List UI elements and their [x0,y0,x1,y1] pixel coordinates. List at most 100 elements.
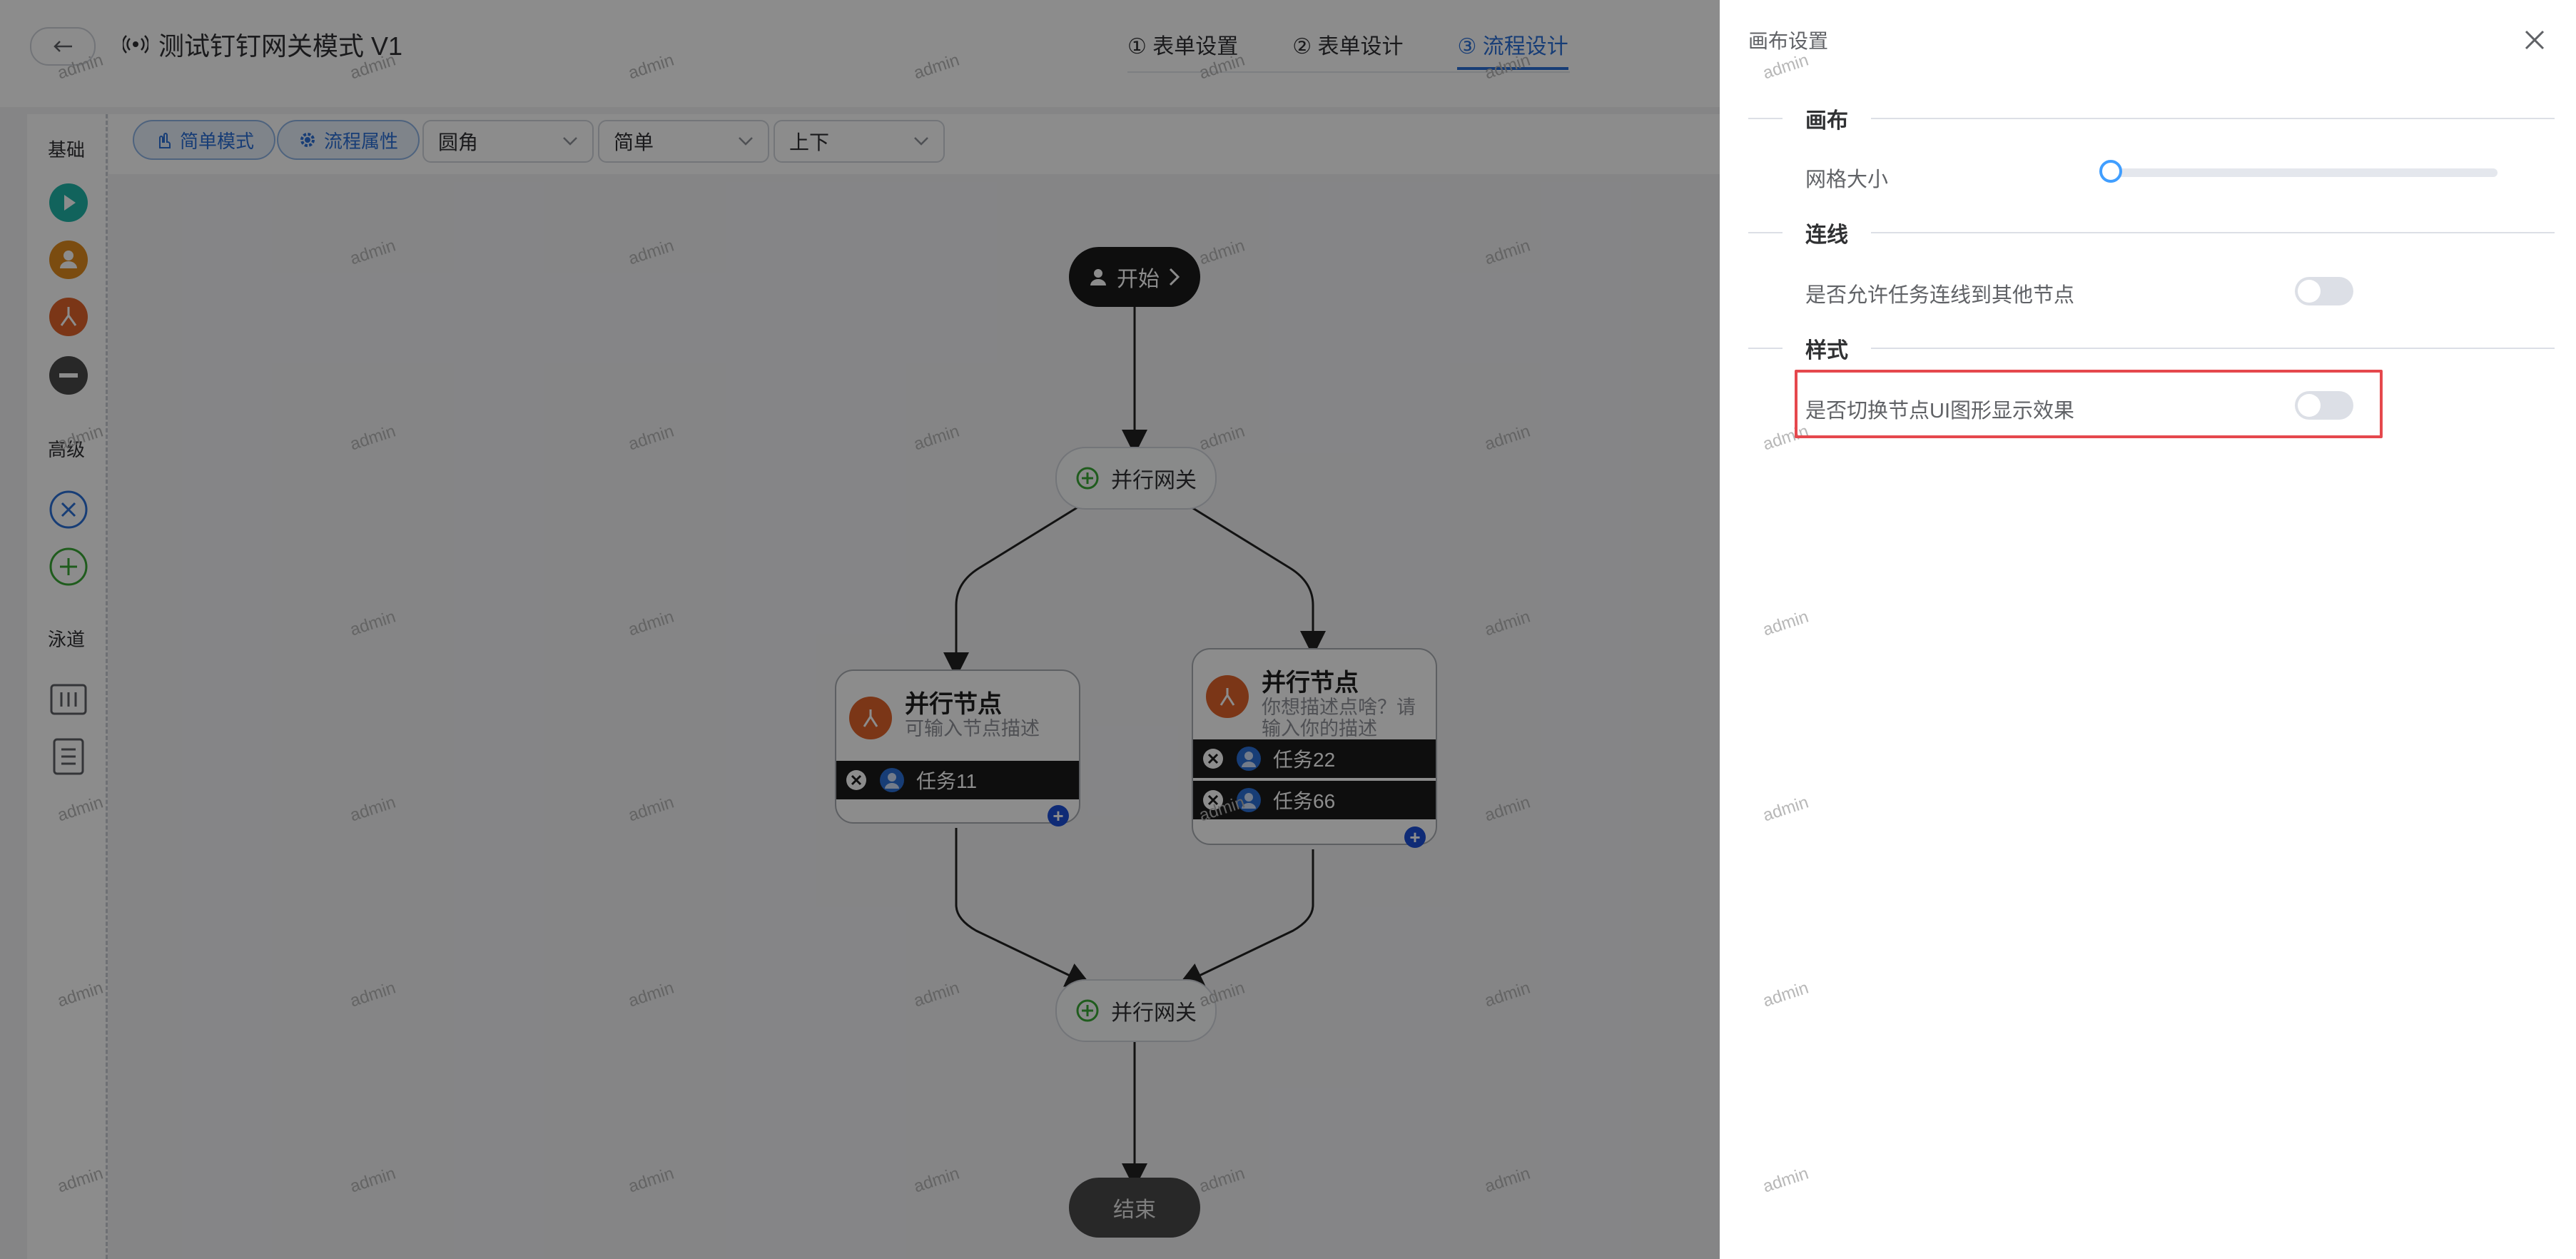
chevron-right-icon [1169,268,1180,286]
tab-form-settings[interactable]: ① 表单设置 [1127,35,1239,59]
section-style-label: 样式 [1805,339,1848,363]
hand-icon [159,133,171,148]
section-canvas: 画布 [1748,104,2555,133]
add-task-button[interactable]: + [1048,805,1069,826]
start-node[interactable]: 开始 [1069,247,1200,307]
task-row[interactable]: 任务11 [836,761,1079,799]
watermark: admin [1760,607,1811,640]
line-style-value: 简单 [614,131,654,153]
chevron-down-icon [739,137,753,146]
direction-value: 上下 [789,131,830,153]
gear-icon [300,133,315,147]
arrow-left-icon [54,41,72,52]
start-node-icon[interactable] [49,183,88,223]
remove-task-icon[interactable] [1202,747,1224,770]
remove-task-icon[interactable] [1202,789,1224,811]
parallel-node-right[interactable]: 并行节点 你想描述点啥？请输入你的描述 任务22 任务66 + [1192,648,1437,848]
parallel-gateway-join[interactable]: 并行网关 [1055,979,1217,1042]
app-title: 测试钉钉网关模式 V1 [123,26,402,63]
palette-section-advanced: 高级 [47,439,85,460]
plus-circle-icon [1076,467,1099,490]
simple-mode-button[interactable]: 简单模式 [133,120,276,160]
node-description: 可输入节点描述 [905,718,1040,739]
remove-task-icon[interactable] [845,769,868,792]
parallel-node-left[interactable]: 并行节点 可输入节点描述 任务11 + [835,669,1080,826]
parallel-gateway-split[interactable]: 并行网关 [1055,447,1217,510]
line-style-select[interactable]: 简单 [598,120,769,163]
exclusive-gateway-icon[interactable] [49,490,88,530]
broadcast-icon [123,35,148,54]
watermark: admin [1760,1163,1811,1197]
node-palette: 基础 高级 泳道 [27,114,108,1259]
start-node-label: 开始 [1117,268,1160,291]
tab-flow-design[interactable]: ③ 流程设计 [1457,29,1568,70]
lane-vertical-icon[interactable] [49,737,88,777]
highlight-box [1795,370,2383,438]
section-style: 样式 [1748,334,2555,363]
task-row[interactable]: 任务66 [1193,781,1436,819]
section-connection: 连线 [1748,218,2555,247]
flow-properties-label: 流程属性 [324,130,399,152]
watermark: admin [1760,50,1811,84]
assignee-avatar-icon [1237,788,1261,812]
flow-properties-button[interactable]: 流程属性 [277,120,420,160]
grid-size-slider[interactable] [2099,160,2498,183]
watermark: admin [1760,792,1811,826]
edge-left-join [955,828,1092,987]
allow-connect-label: 是否允许任务连线到其他节点 [1805,284,2075,307]
assignee-avatar-icon [880,768,904,792]
tab-form-design[interactable]: ② 表单设计 [1292,35,1404,59]
flow-canvas[interactable]: 开始 并行网关 并行节点 可输入节点描述 任务11 + [108,177,2576,1259]
node-title: 并行节点 [1262,669,1359,697]
parallel-node-icon[interactable] [49,297,88,337]
simple-mode-label: 简单模式 [180,130,255,152]
grid-size-label: 网格大小 [1805,168,1889,191]
task-label: 任务11 [916,770,978,792]
gateway-join-label: 并行网关 [1111,1001,1197,1025]
user-icon [1090,269,1106,285]
watermark: admin [1760,978,1811,1011]
add-task-button[interactable]: + [1404,826,1426,848]
corner-style-select[interactable]: 圆角 [422,120,594,163]
gateway-split-label: 并行网关 [1111,469,1197,492]
end-node[interactable]: 结束 [1069,1178,1200,1238]
slider-handle[interactable] [2099,160,2122,183]
parallel-node-icon [849,697,892,739]
flow-connections [943,305,1326,1189]
chevron-down-icon [914,137,928,146]
corner-style-value: 圆角 [438,131,479,153]
drawer-title: 画布设置 [1748,30,1829,52]
lane-horizontal-icon[interactable] [49,679,88,719]
parallel-node-icon [1206,675,1249,718]
chevron-down-icon [563,137,577,146]
node-title: 并行节点 [905,691,1002,718]
end-node-label: 结束 [1113,1198,1156,1222]
edge-right-join [1177,849,1314,987]
switch-ui-style-toggle[interactable] [2295,391,2353,420]
node-description: 你想描述点啥？请输入你的描述 [1262,697,1416,739]
task-label: 任务22 [1273,749,1336,771]
close-icon[interactable] [2520,26,2549,54]
parallel-gateway-icon[interactable] [49,547,88,587]
user-task-icon[interactable] [49,240,88,280]
assignee-avatar-icon [1237,747,1261,771]
section-canvas-label: 画布 [1805,109,1848,133]
task-label: 任务66 [1273,790,1336,812]
palette-section-basic: 基础 [47,139,85,161]
canvas-settings-drawer: 画布设置 画布 网格大小 连线 是否允许任务连线到其他节点 样式 是否切换节点U… [1720,0,2576,1259]
section-connection-label: 连线 [1805,223,1848,247]
page-title: 测试钉钉网关模式 V1 [158,31,403,61]
edge-gateway-left [943,502,1084,678]
switch-ui-style-label: 是否切换节点UI图形显示效果 [1805,400,2075,423]
allow-connect-switch[interactable] [2295,277,2353,305]
direction-select[interactable]: 上下 [774,120,945,163]
edge-gateway-right [1185,502,1326,657]
step-tabs: ① 表单设置 ② 表单设计 ③ 流程设计 [1127,29,1568,70]
tabs-divider [1127,71,1570,73]
plus-circle-icon [1076,999,1099,1022]
task-row[interactable]: 任务22 [1193,739,1436,778]
palette-section-lane: 泳道 [47,629,85,650]
end-node-icon[interactable] [49,355,88,395]
drawer-backdrop[interactable] [0,0,1720,1259]
back-button[interactable] [30,27,96,66]
